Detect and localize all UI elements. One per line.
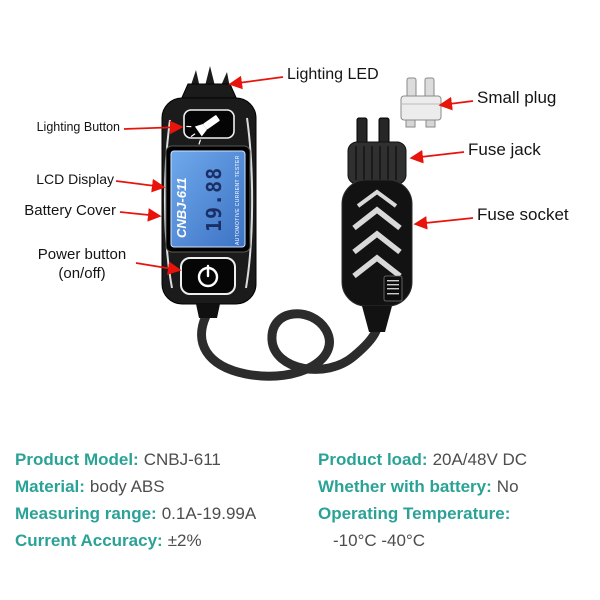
current-tester-device: CNBJ-611 19.88 AUTOMOTIVE CURRENT TESTER (161, 66, 257, 318)
spec-key: Whether with battery: (318, 477, 492, 496)
spec-key: Material: (15, 477, 85, 496)
socket-tail (362, 306, 392, 332)
spec-value: No (496, 477, 519, 496)
spec-key: Operating Temperature: (318, 504, 511, 523)
spec-key: Product Model: (15, 450, 139, 469)
callout-battery-cover: Battery Cover (24, 202, 116, 219)
callout-lighting-led: Lighting LED (287, 66, 379, 83)
small-plug (400, 77, 442, 128)
spec-row-operating-temperature: Operating Temperature: (318, 500, 598, 527)
socket-chevrons (352, 189, 402, 279)
lcd-reading: 19.88 (202, 167, 226, 232)
arrow-small-plug (438, 96, 474, 111)
arrow-power-button (135, 261, 182, 275)
socket-label-sticker (383, 275, 403, 302)
callout-fuse-jack: Fuse jack (468, 140, 541, 159)
spec-row-measuring-range: Measuring range:0.1A-19.99A (15, 500, 315, 527)
arrow-lighting-button (123, 120, 184, 135)
spec-row-material: Material:body ABS (15, 473, 315, 500)
spec-key: Measuring range: (15, 504, 157, 523)
spec-row-current-accuracy: Current Accuracy:±2% (15, 527, 315, 554)
callout-lighting-button: Lighting Button (36, 120, 120, 134)
spec-column-right: Product load:20A/48V DC Whether with bat… (318, 446, 598, 554)
arrow-battery-cover (119, 208, 162, 222)
spec-value: -10°C -40°C (333, 531, 426, 550)
callout-fuse-socket: Fuse socket (477, 205, 569, 224)
callout-arrows (115, 75, 474, 275)
lcd-screen (170, 150, 246, 248)
spec-row-temperature-value: -10°C -40°C (318, 527, 598, 554)
callout-small-plug: Small plug (477, 88, 557, 107)
arrow-lighting-led (228, 75, 284, 90)
callout-lcd-display: LCD Display (36, 171, 114, 187)
brand-text: CNBJ-611 (174, 178, 189, 238)
fuse-jack-ridges (355, 146, 397, 180)
power-icon (197, 264, 219, 288)
spec-column-left: Product Model:CNBJ-611 Material:body ABS… (15, 446, 315, 554)
device-trim-right (245, 117, 254, 289)
spec-value: body ABS (89, 477, 165, 496)
spec-value: 20A/48V DC (432, 450, 528, 469)
spec-row-product-load: Product load:20A/48V DC (318, 446, 598, 473)
flashlight-icon (186, 115, 220, 145)
spec-key: Current Accuracy: (15, 531, 163, 550)
spec-value: CNBJ-611 (143, 450, 221, 469)
fuse-socket (341, 117, 413, 332)
lcd-caption: AUTOMOTIVE CURRENT TESTER (235, 155, 241, 245)
spec-row-product-model: Product Model:CNBJ-611 (15, 446, 315, 473)
lighting-led (190, 66, 230, 88)
spec-row-battery: Whether with battery:No (318, 473, 598, 500)
arrow-lcd-display (115, 178, 166, 193)
arrow-fuse-socket (413, 216, 474, 230)
callout-power-button: Power button (on/off) (26, 245, 138, 283)
power-button-label-line2: (on/off) (58, 265, 106, 282)
spec-value: 0.1A-19.99A (161, 504, 257, 523)
device-cable-stub (196, 304, 220, 318)
spec-value: ±2% (167, 531, 202, 550)
spec-key: Product load: (318, 450, 428, 469)
power-button-label-line1: Power button (37, 246, 127, 263)
device-illustration: CNBJ-611 19.88 AUTOMOTIVE CURRENT TESTER (115, 66, 474, 381)
connection-cable (197, 309, 381, 381)
arrow-fuse-jack (409, 149, 465, 164)
